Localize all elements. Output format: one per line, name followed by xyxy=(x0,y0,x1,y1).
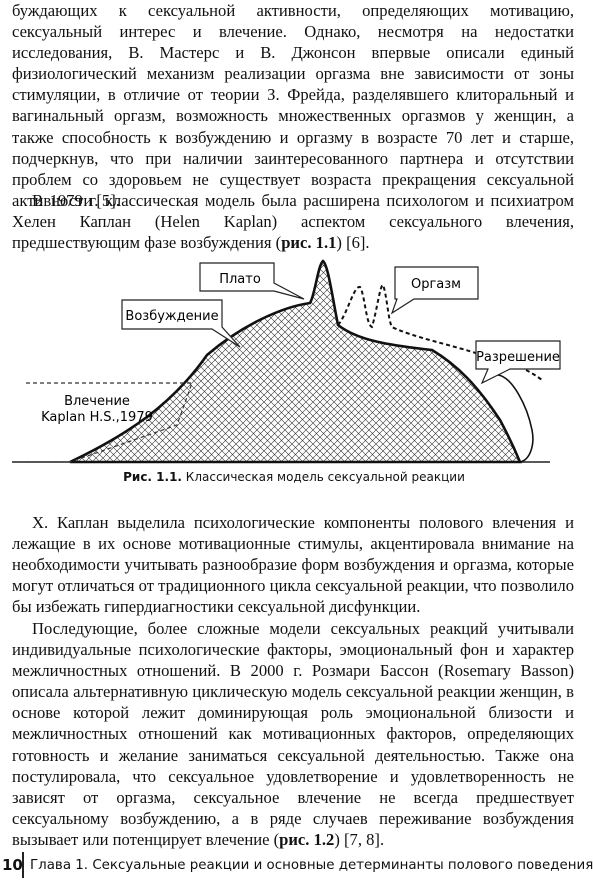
desire-citation-label: Kaplan H.S.,1979 xyxy=(41,410,153,425)
paragraph-basson-model: Последующие, более сложные модели сексуа… xyxy=(12,618,574,850)
paragraph-text: ) [6]. xyxy=(336,233,370,253)
paragraph-text: ) [7, 8]. xyxy=(334,829,385,849)
paragraph-kaplan-1979: В 1979 г. классическая модель была расши… xyxy=(12,190,574,253)
paragraph-masters-johnson: буждающих к сексуальной активности, опре… xyxy=(12,1,574,210)
figure-caption: Рис. 1.1. Классическая модель сексуально… xyxy=(0,470,588,484)
chapter-title: Глава 1. Сексуальные реакции и основные … xyxy=(30,858,593,873)
footer-divider xyxy=(22,852,24,878)
resolution-label: Разрешение xyxy=(476,350,560,365)
sexual-response-diagram: Плато Оргазм Возбуждение Разрешение Влеч… xyxy=(12,259,561,464)
response-curve-area xyxy=(69,259,522,464)
plateau-label-box: Плато xyxy=(199,262,305,300)
arousal-label: Возбуждение xyxy=(125,309,218,324)
desire-phase-box xyxy=(26,382,193,463)
arousal-label-box: Возбуждение xyxy=(121,299,241,348)
paragraph-text: Последующие, более сложные модели сексуа… xyxy=(12,619,574,849)
desire-label: Влечение xyxy=(64,394,130,409)
resolution-label-box: Разрешение xyxy=(475,340,561,385)
paragraph-kaplan-components: Х. Каплан выделила психологические компо… xyxy=(12,513,574,617)
plateau-label: Плато xyxy=(219,272,261,287)
orgasm-label: Оргазм xyxy=(411,277,461,292)
page-footer: 10 Глава 1. Сексуальные реакции и основн… xyxy=(0,850,593,880)
resolution-tail-line xyxy=(497,374,534,463)
paragraph-text: В 1979 г. классическая модель была расши… xyxy=(12,191,574,253)
figure-reference[interactable]: рис. 1.1 xyxy=(281,233,337,253)
caption-label: Рис. 1.1. xyxy=(123,470,182,484)
caption-text: Классическая модель сексуальной реакции xyxy=(181,470,465,484)
page-number: 10 xyxy=(2,856,23,874)
orgasm-label-box: Оргазм xyxy=(390,266,479,315)
figure-reference[interactable]: рис. 1.2 xyxy=(279,829,335,849)
